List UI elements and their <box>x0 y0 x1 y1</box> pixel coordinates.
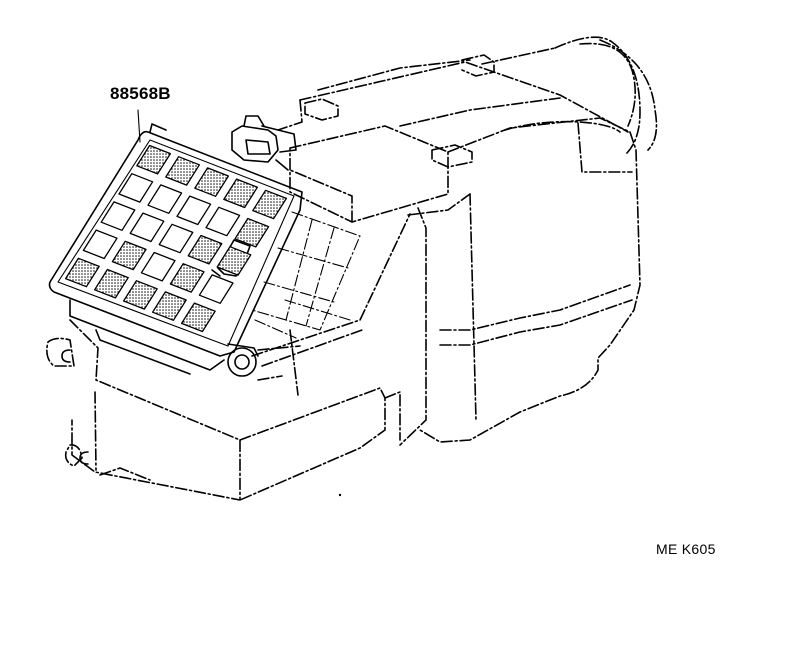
filter-mesh-cell <box>176 195 212 226</box>
filter-mesh-cell <box>187 234 223 265</box>
filter-mesh-cell <box>151 291 187 321</box>
filter-mesh-grid <box>64 144 288 333</box>
filter-mesh-cell <box>93 268 129 299</box>
mount-slot <box>61 349 89 465</box>
filter-mesh-cell <box>122 280 158 310</box>
filter-mesh-cell <box>100 201 136 231</box>
filter-mesh-cell <box>165 156 201 186</box>
filter-mesh-cell <box>205 206 241 237</box>
filter-mesh-cell <box>118 173 154 203</box>
filter-mesh-cell <box>180 302 216 333</box>
filter-mesh-cell <box>158 223 194 254</box>
mounting-boss <box>227 343 301 381</box>
filter-mesh-cell <box>82 229 118 260</box>
reference-code: ME K605 <box>656 541 716 557</box>
filter-mesh-cell <box>147 184 183 214</box>
filter-mesh-cell <box>216 246 252 276</box>
part-number-label: 88568B <box>110 84 171 103</box>
leader-line <box>137 109 141 143</box>
filter-mesh-cell <box>234 217 270 248</box>
filter-mesh-cell <box>194 167 230 197</box>
filter-mesh-cell <box>252 189 288 220</box>
filter-mesh-cell <box>198 274 234 304</box>
filter-mesh-cell <box>129 212 165 243</box>
filter-mesh-cell <box>64 257 100 288</box>
filter-mesh-cell <box>140 251 176 282</box>
filter-element <box>48 123 303 375</box>
filter-mesh-cell <box>223 178 259 209</box>
connector-block <box>231 115 297 171</box>
filter-mesh-cell <box>136 144 172 175</box>
filter-mesh-cell <box>111 240 147 271</box>
blower-unit-housing <box>46 36 658 501</box>
filter-mesh-cell <box>169 263 205 293</box>
